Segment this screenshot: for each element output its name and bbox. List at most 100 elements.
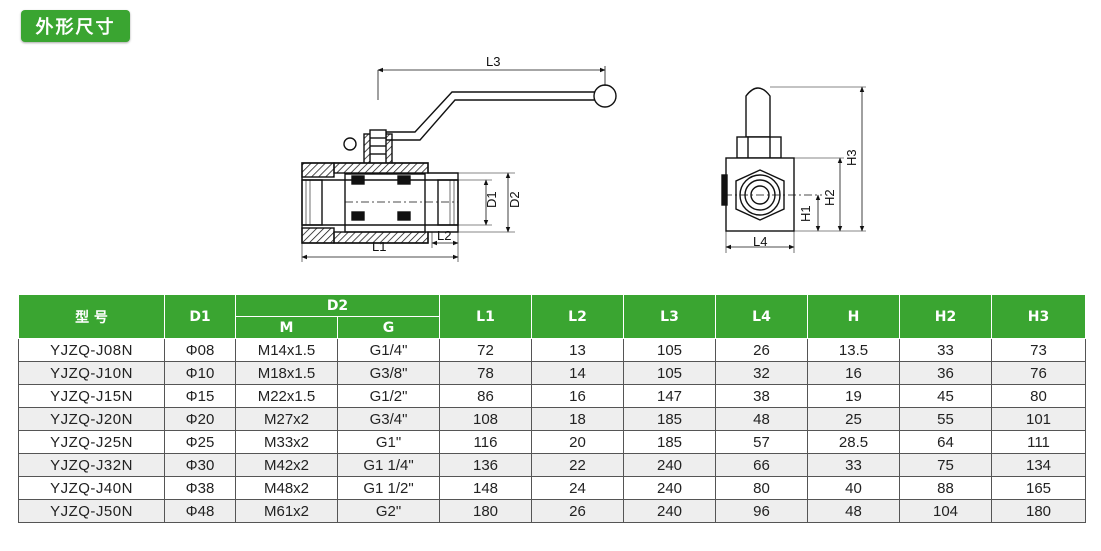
cell-h3: 73 — [991, 338, 1086, 362]
header-h2: H2 — [899, 294, 992, 339]
cell-m: M48x2 — [235, 476, 338, 500]
cell-d1: Φ38 — [164, 476, 236, 500]
cell-g: G3/4" — [337, 407, 440, 431]
cell-h2: 88 — [899, 476, 992, 500]
cell-h3: 101 — [991, 407, 1086, 431]
cell-l4: 96 — [715, 499, 808, 523]
cell-h3: 80 — [991, 384, 1086, 408]
cell-l3: 185 — [623, 430, 716, 454]
cell-g: G1 1/2" — [337, 476, 440, 500]
cell-g: G1/4" — [337, 338, 440, 362]
cell-l2: 20 — [531, 430, 624, 454]
cell-h3: 76 — [991, 361, 1086, 385]
cell-l1: 108 — [439, 407, 532, 431]
cell-m: M33x2 — [235, 430, 338, 454]
header-l3: L3 — [623, 294, 716, 339]
cell-h2: 33 — [899, 338, 992, 362]
cell-m: M22x1.5 — [235, 384, 338, 408]
cell-l2: 26 — [531, 499, 624, 523]
cell-g: G1/2" — [337, 384, 440, 408]
cell-l2: 22 — [531, 453, 624, 477]
cell-h3: 134 — [991, 453, 1086, 477]
cell-l1: 148 — [439, 476, 532, 500]
header-d2: D2 — [235, 294, 440, 317]
cell-l2: 18 — [531, 407, 624, 431]
label-h3: H3 — [844, 149, 859, 166]
cell-h2: 75 — [899, 453, 992, 477]
header-d1: D1 — [164, 294, 236, 339]
cell-l4: 26 — [715, 338, 808, 362]
cell-h: 40 — [807, 476, 900, 500]
label-l3: L3 — [486, 54, 500, 69]
cell-m: M42x2 — [235, 453, 338, 477]
cell-l3: 240 — [623, 476, 716, 500]
cell-l1: 116 — [439, 430, 532, 454]
cell-d1: Φ15 — [164, 384, 236, 408]
cell-h: 25 — [807, 407, 900, 431]
cell-l3: 105 — [623, 361, 716, 385]
section-title-badge: 外形尺寸 — [21, 10, 130, 42]
cell-h: 19 — [807, 384, 900, 408]
cell-h2: 45 — [899, 384, 992, 408]
cell-d1: Φ30 — [164, 453, 236, 477]
cell-g: G2" — [337, 499, 440, 523]
cell-g: G3/8" — [337, 361, 440, 385]
cell-d1: Φ20 — [164, 407, 236, 431]
cell-d1: Φ08 — [164, 338, 236, 362]
cell-l4: 80 — [715, 476, 808, 500]
cell-l4: 66 — [715, 453, 808, 477]
cell-h: 48 — [807, 499, 900, 523]
cell-g: G1" — [337, 430, 440, 454]
cell-h2: 55 — [899, 407, 992, 431]
cell-l3: 147 — [623, 384, 716, 408]
label-d1: D1 — [484, 191, 499, 208]
cell-m: M18x1.5 — [235, 361, 338, 385]
cell-l2: 24 — [531, 476, 624, 500]
cell-model: YJZQ-J50N — [18, 499, 165, 523]
cell-l4: 48 — [715, 407, 808, 431]
label-d2: D2 — [507, 191, 522, 208]
cell-d1: Φ48 — [164, 499, 236, 523]
cell-l3: 105 — [623, 338, 716, 362]
header-d2-g: G — [337, 316, 440, 339]
header-l1: L1 — [439, 294, 532, 339]
valve-dimension-drawings: L3 D1 D2 L1 L2 L4 H1 H2 H3 — [301, 54, 866, 262]
cell-h: 33 — [807, 453, 900, 477]
header-model: 型 号 — [18, 294, 165, 339]
cell-m: M14x1.5 — [235, 338, 338, 362]
cell-model: YJZQ-J25N — [18, 430, 165, 454]
cell-h: 16 — [807, 361, 900, 385]
cell-l4: 38 — [715, 384, 808, 408]
cell-l3: 240 — [623, 453, 716, 477]
cell-model: YJZQ-J40N — [18, 476, 165, 500]
header-l4: L4 — [715, 294, 808, 339]
cell-h3: 111 — [991, 430, 1086, 454]
front-view — [301, 66, 617, 262]
cell-h2: 64 — [899, 430, 992, 454]
cell-d1: Φ25 — [164, 430, 236, 454]
label-l4: L4 — [753, 234, 767, 249]
cell-l3: 185 — [623, 407, 716, 431]
header-h3: H3 — [991, 294, 1086, 339]
cell-m: M61x2 — [235, 499, 338, 523]
header-d2-m: M — [235, 316, 338, 339]
cell-model: YJZQ-J32N — [18, 453, 165, 477]
cell-l2: 13 — [531, 338, 624, 362]
label-l2: L2 — [437, 228, 451, 243]
cell-model: YJZQ-J08N — [18, 338, 165, 362]
specification-table: 型 号 D1 D2 L1 L2 L3 L4 H H2 H3 M G YJZQ-J… — [18, 294, 1086, 523]
cell-l1: 136 — [439, 453, 532, 477]
cell-l1: 86 — [439, 384, 532, 408]
cell-h: 28.5 — [807, 430, 900, 454]
cell-h: 13.5 — [807, 338, 900, 362]
cell-model: YJZQ-J20N — [18, 407, 165, 431]
cell-l2: 14 — [531, 361, 624, 385]
